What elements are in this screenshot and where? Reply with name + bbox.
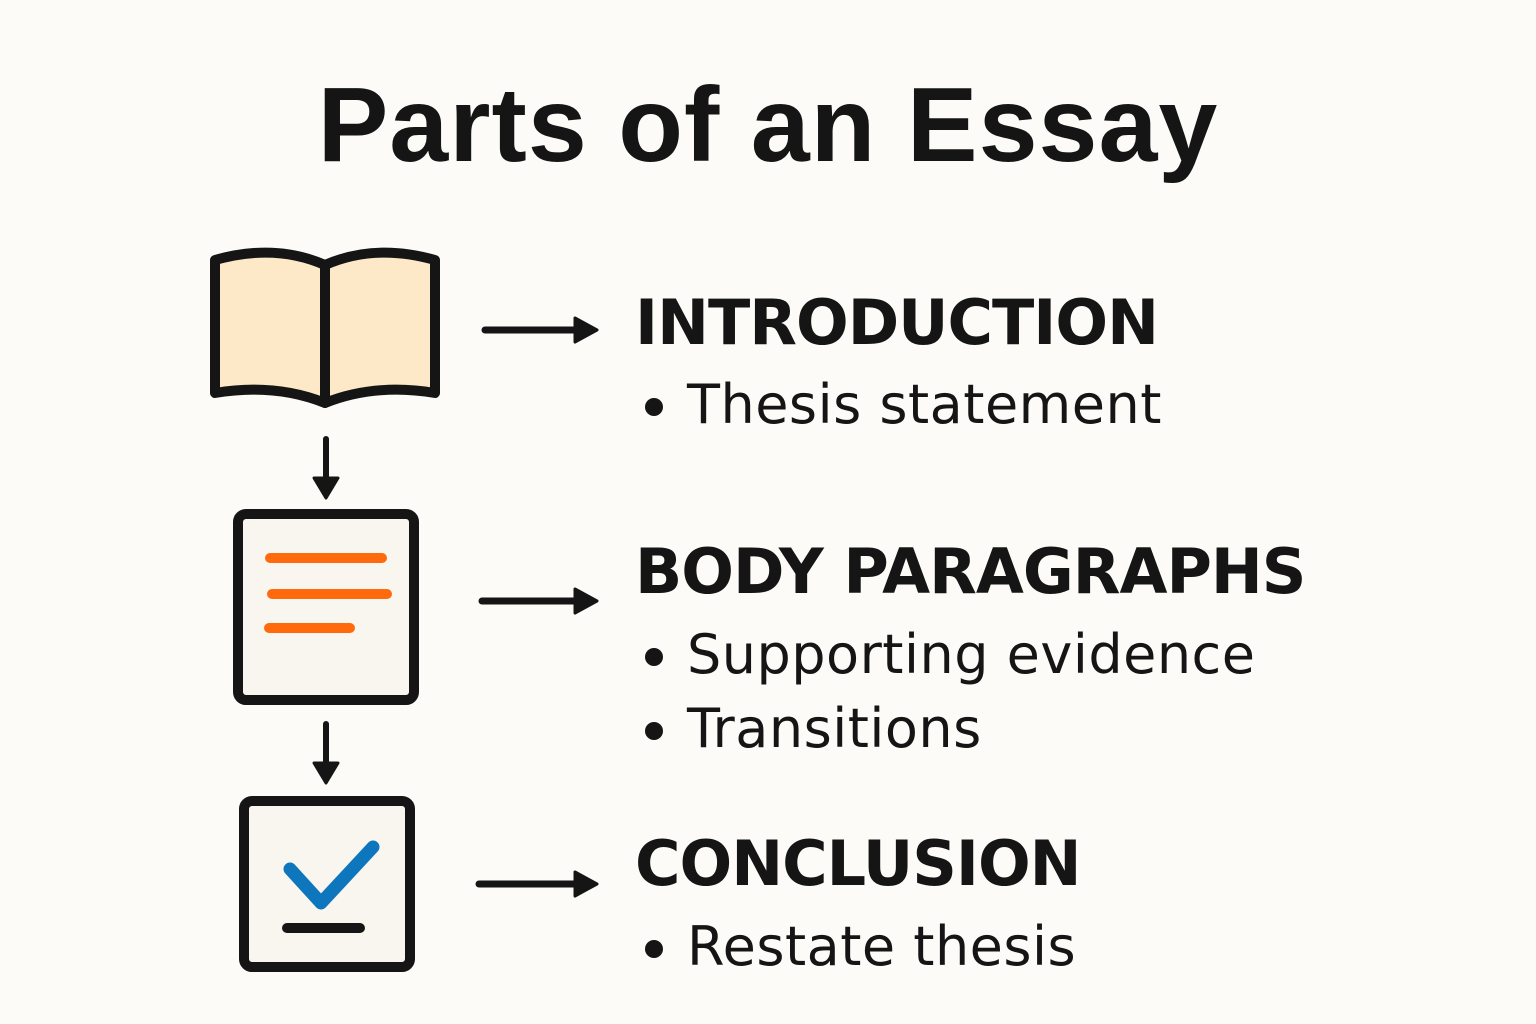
- open-book-icon: [210, 247, 440, 408]
- bullet-text: Thesis statement: [687, 373, 1162, 436]
- section-heading: BODY PARAGRAPHS: [635, 535, 1306, 608]
- section-heading: CONCLUSION: [635, 827, 1082, 900]
- right-arrow-icon: [475, 870, 599, 898]
- section-introduction: INTRODUCTION Thesis statement: [635, 292, 1162, 432]
- list-item: Restate thesis: [635, 920, 1081, 974]
- list-item: Transitions: [635, 702, 1305, 756]
- down-arrow-icon: [312, 721, 340, 785]
- bullet-icon: [645, 398, 663, 416]
- bullet-list: Restate thesis: [635, 920, 1081, 974]
- right-arrow-icon: [478, 587, 599, 615]
- bullet-text: Restate thesis: [687, 915, 1077, 978]
- bullet-icon: [645, 940, 663, 958]
- bullet-list: Thesis statement: [635, 378, 1162, 432]
- checkbox-check-icon: [239, 796, 415, 972]
- section-heading: INTRODUCTION: [635, 286, 1159, 359]
- bullet-icon: [645, 722, 663, 740]
- list-item: Supporting evidence: [635, 628, 1305, 682]
- bullet-icon: [645, 648, 663, 666]
- right-arrow-icon: [481, 316, 599, 344]
- bullet-text: Transitions: [687, 697, 982, 760]
- list-item: Thesis statement: [635, 378, 1162, 432]
- section-body-paragraphs: BODY PARAGRAPHS Supporting evidence Tran…: [635, 535, 1306, 756]
- document-lines-icon: [233, 509, 419, 705]
- diagram-title: Parts of an Essay: [317, 66, 1219, 184]
- down-arrow-icon: [312, 436, 340, 500]
- bullet-list: Supporting evidence Transitions: [635, 628, 1305, 756]
- section-conclusion: CONCLUSION Restate thesis: [635, 827, 1082, 974]
- bullet-text: Supporting evidence: [687, 623, 1256, 686]
